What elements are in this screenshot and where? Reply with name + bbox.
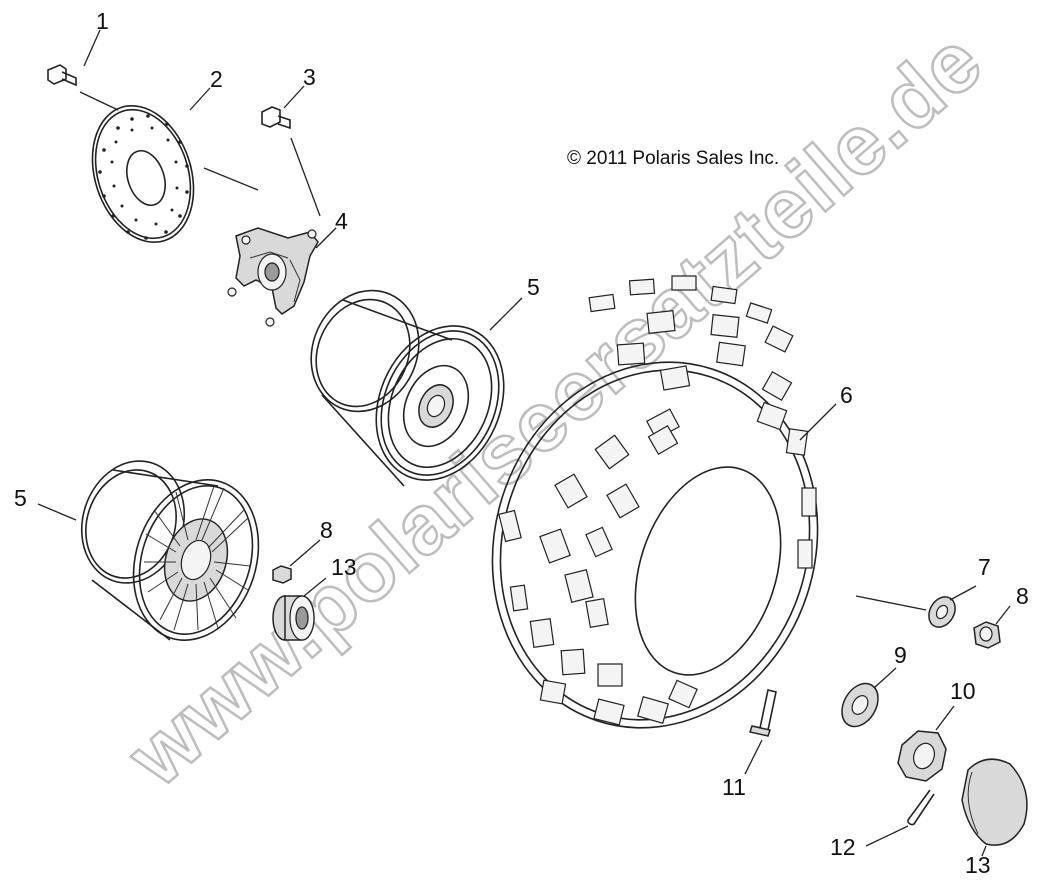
callout-labels: 1 2 3 4 5 5 6 7 8 8 9 10 11 12 13 13: [14, 8, 1029, 878]
callout-1: 1: [96, 8, 109, 34]
part-2-brake-disc: [91, 104, 259, 244]
callout-12: 12: [830, 834, 856, 860]
callout-8-right: 8: [1016, 583, 1029, 609]
callout-3: 3: [303, 64, 316, 90]
part-3-bolt: [261, 106, 321, 217]
part-4-hub: [227, 227, 319, 327]
callout-7: 7: [978, 554, 991, 580]
callout-9: 9: [894, 642, 907, 668]
callout-11: 11: [722, 774, 746, 800]
part-13-bearing: [272, 577, 327, 641]
callout-2: 2: [210, 66, 223, 92]
part-7-washer: [855, 585, 977, 628]
part-8-flange-nut: [973, 605, 1011, 649]
part-5-steel-wheel: [310, 289, 505, 487]
part-13-hub-cap: [961, 758, 1028, 857]
callout-13-left: 13: [331, 554, 357, 580]
callout-8-left: 8: [320, 517, 333, 543]
copyright-notice: © 2011 Polaris Sales Inc.: [567, 148, 779, 169]
callout-5-upper: 5: [527, 274, 540, 300]
callout-4: 4: [335, 208, 348, 234]
part-5-alloy-wheel: [80, 460, 260, 641]
part-12-cotter-pin: [865, 789, 935, 847]
callout-5-lower: 5: [14, 485, 27, 511]
callout-13-right: 13: [965, 852, 991, 878]
part-1-bolt: [47, 64, 119, 111]
callout-10: 10: [950, 678, 976, 704]
part-8-lug-nut-small: [272, 539, 321, 584]
part-10-axle-nut: [897, 705, 955, 782]
part-9-washer: [841, 667, 897, 728]
part-6-tire: [491, 275, 819, 729]
callout-6: 6: [840, 382, 853, 408]
part-11-valve-stem: [744, 689, 777, 775]
